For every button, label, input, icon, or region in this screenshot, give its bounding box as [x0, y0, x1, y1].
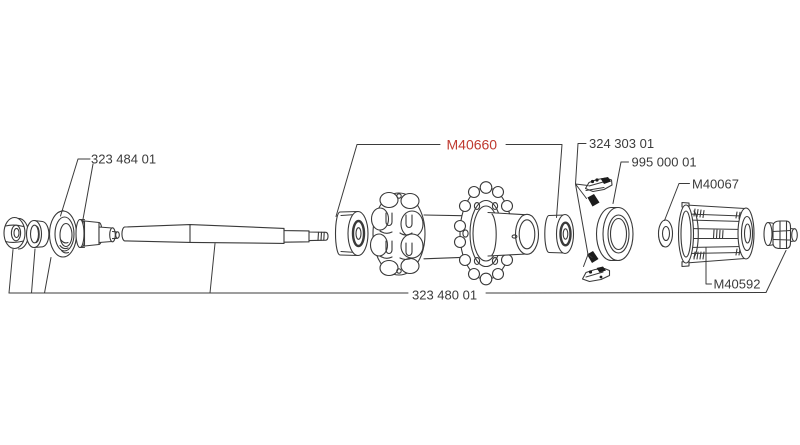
leader-spacer-washer [664, 183, 690, 221]
leader-lines [8, 143, 787, 294]
pawl-assembly-top [584, 177, 613, 207]
label-seal: 995 000 01 [632, 155, 697, 170]
leader-seal [612, 161, 629, 204]
leader-freehub-body [705, 247, 712, 285]
leader-bearing-left [335, 144, 441, 217]
right-bearing [544, 213, 575, 255]
axle-adjuster-cone [75, 218, 120, 249]
leader-cap [44, 257, 52, 294]
leader-bearing-right [505, 144, 563, 218]
leader-pawl-kit [575, 143, 593, 267]
axle-nut [3, 216, 29, 250]
leader-axle [209, 243, 216, 294]
freehub-body [677, 201, 755, 268]
leader-washer [31, 248, 36, 294]
axle-end-cap [48, 209, 78, 258]
label-pawl-spring-kit: 324 303 01 [589, 136, 654, 151]
hub-shell [369, 181, 540, 286]
pawl-assembly-bottom [581, 251, 611, 283]
pawl-spring-top [587, 194, 600, 207]
label-axle-assembly: 323 480 01 [412, 288, 477, 303]
leader-nut [8, 249, 14, 294]
hub-drive-barrel [487, 211, 540, 257]
spacer-washer [657, 219, 674, 248]
pawl-spring-bottom [587, 251, 599, 263]
label-spacer-washer: M40067 [692, 177, 739, 192]
label-freehub-body: M40592 [714, 277, 761, 292]
axle-assembly-line-right [485, 292, 767, 294]
axle-end-nut [763, 220, 798, 250]
label-axle-end-cap: 323 484 01 [91, 152, 156, 167]
leader-end-nut [765, 250, 787, 293]
label-bearing-pair: M40660 [447, 137, 498, 153]
freehub-seal [595, 206, 634, 262]
leader-axle-end-cap [60, 158, 94, 223]
left-bearing [334, 210, 369, 257]
axle-shaft [121, 224, 329, 244]
axle-washer [25, 219, 50, 249]
left-spoke-flange [369, 191, 426, 277]
